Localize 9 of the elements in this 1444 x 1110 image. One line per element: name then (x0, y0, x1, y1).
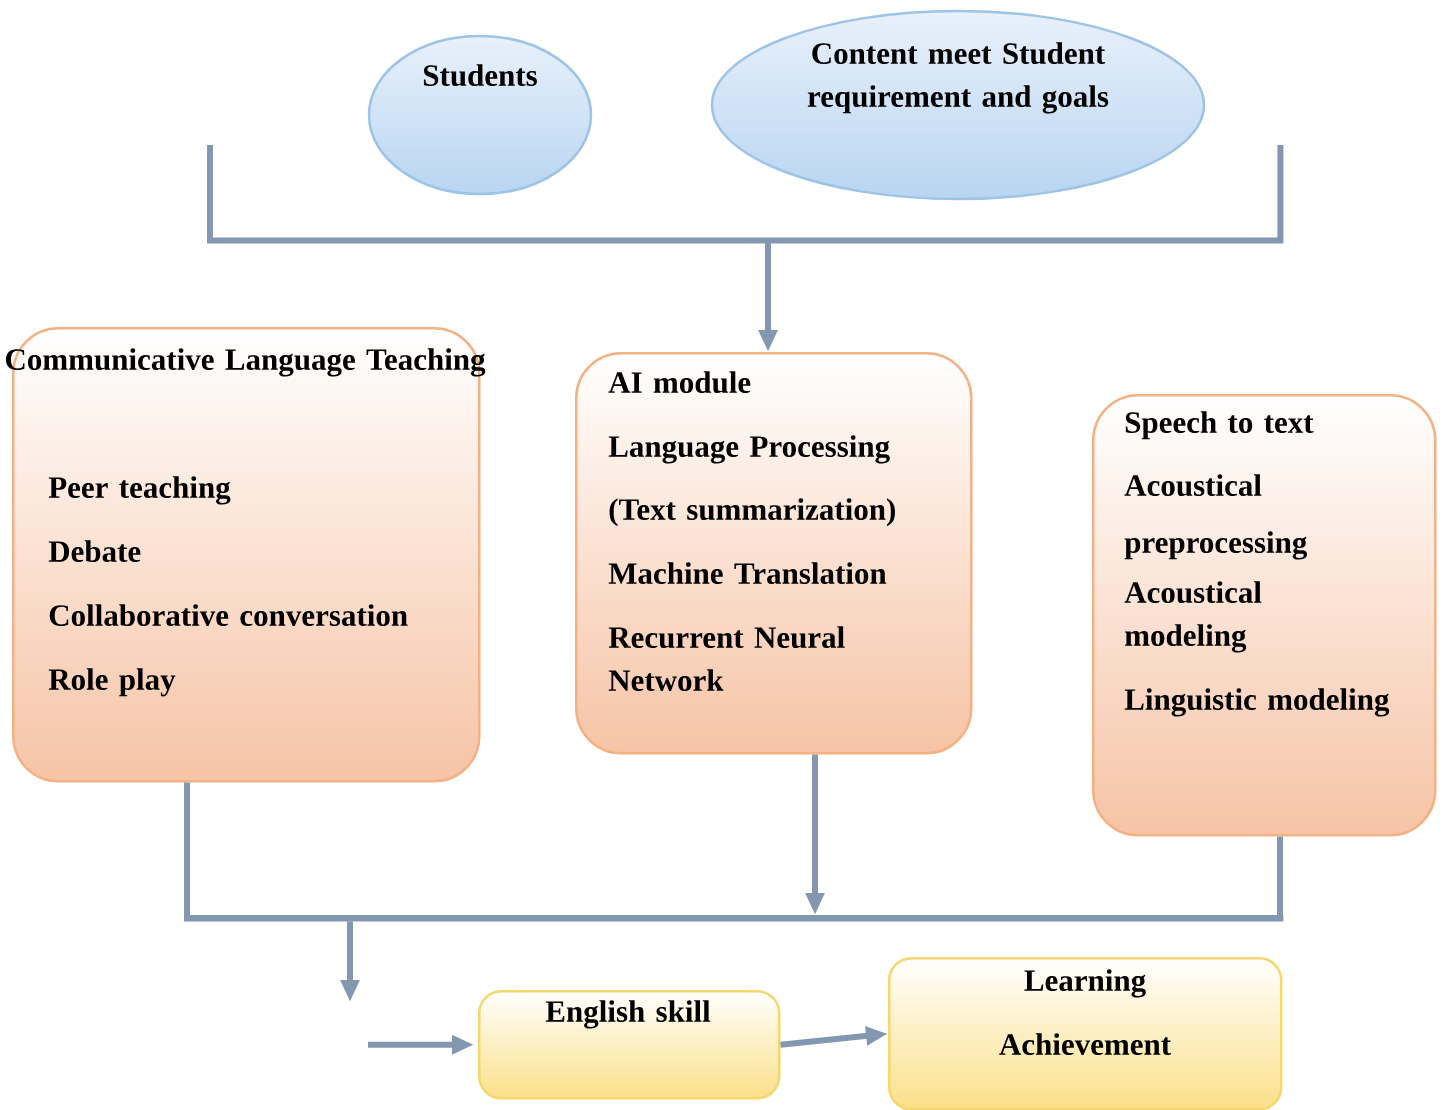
rounded-box: Speech to text Acoustical preprocessing Acoustical modeling Linguistic modeling (1092, 394, 1437, 837)
connector-line (1277, 836, 1283, 915)
rounded-box: Communicative Language Teaching Peer teaching Debate Collaborative conversation Role play (5, 327, 486, 783)
bracket (207, 145, 1284, 244)
bus-bar (184, 915, 1284, 922)
rounded-box: English skill (478, 990, 781, 1100)
rounded-box: Learning Achievement (888, 957, 1283, 1110)
rounded-box: AI module Language Processing (Text summarization) Machine Translation Recurrent Neural Network (575, 352, 973, 755)
connector-line (184, 782, 190, 915)
